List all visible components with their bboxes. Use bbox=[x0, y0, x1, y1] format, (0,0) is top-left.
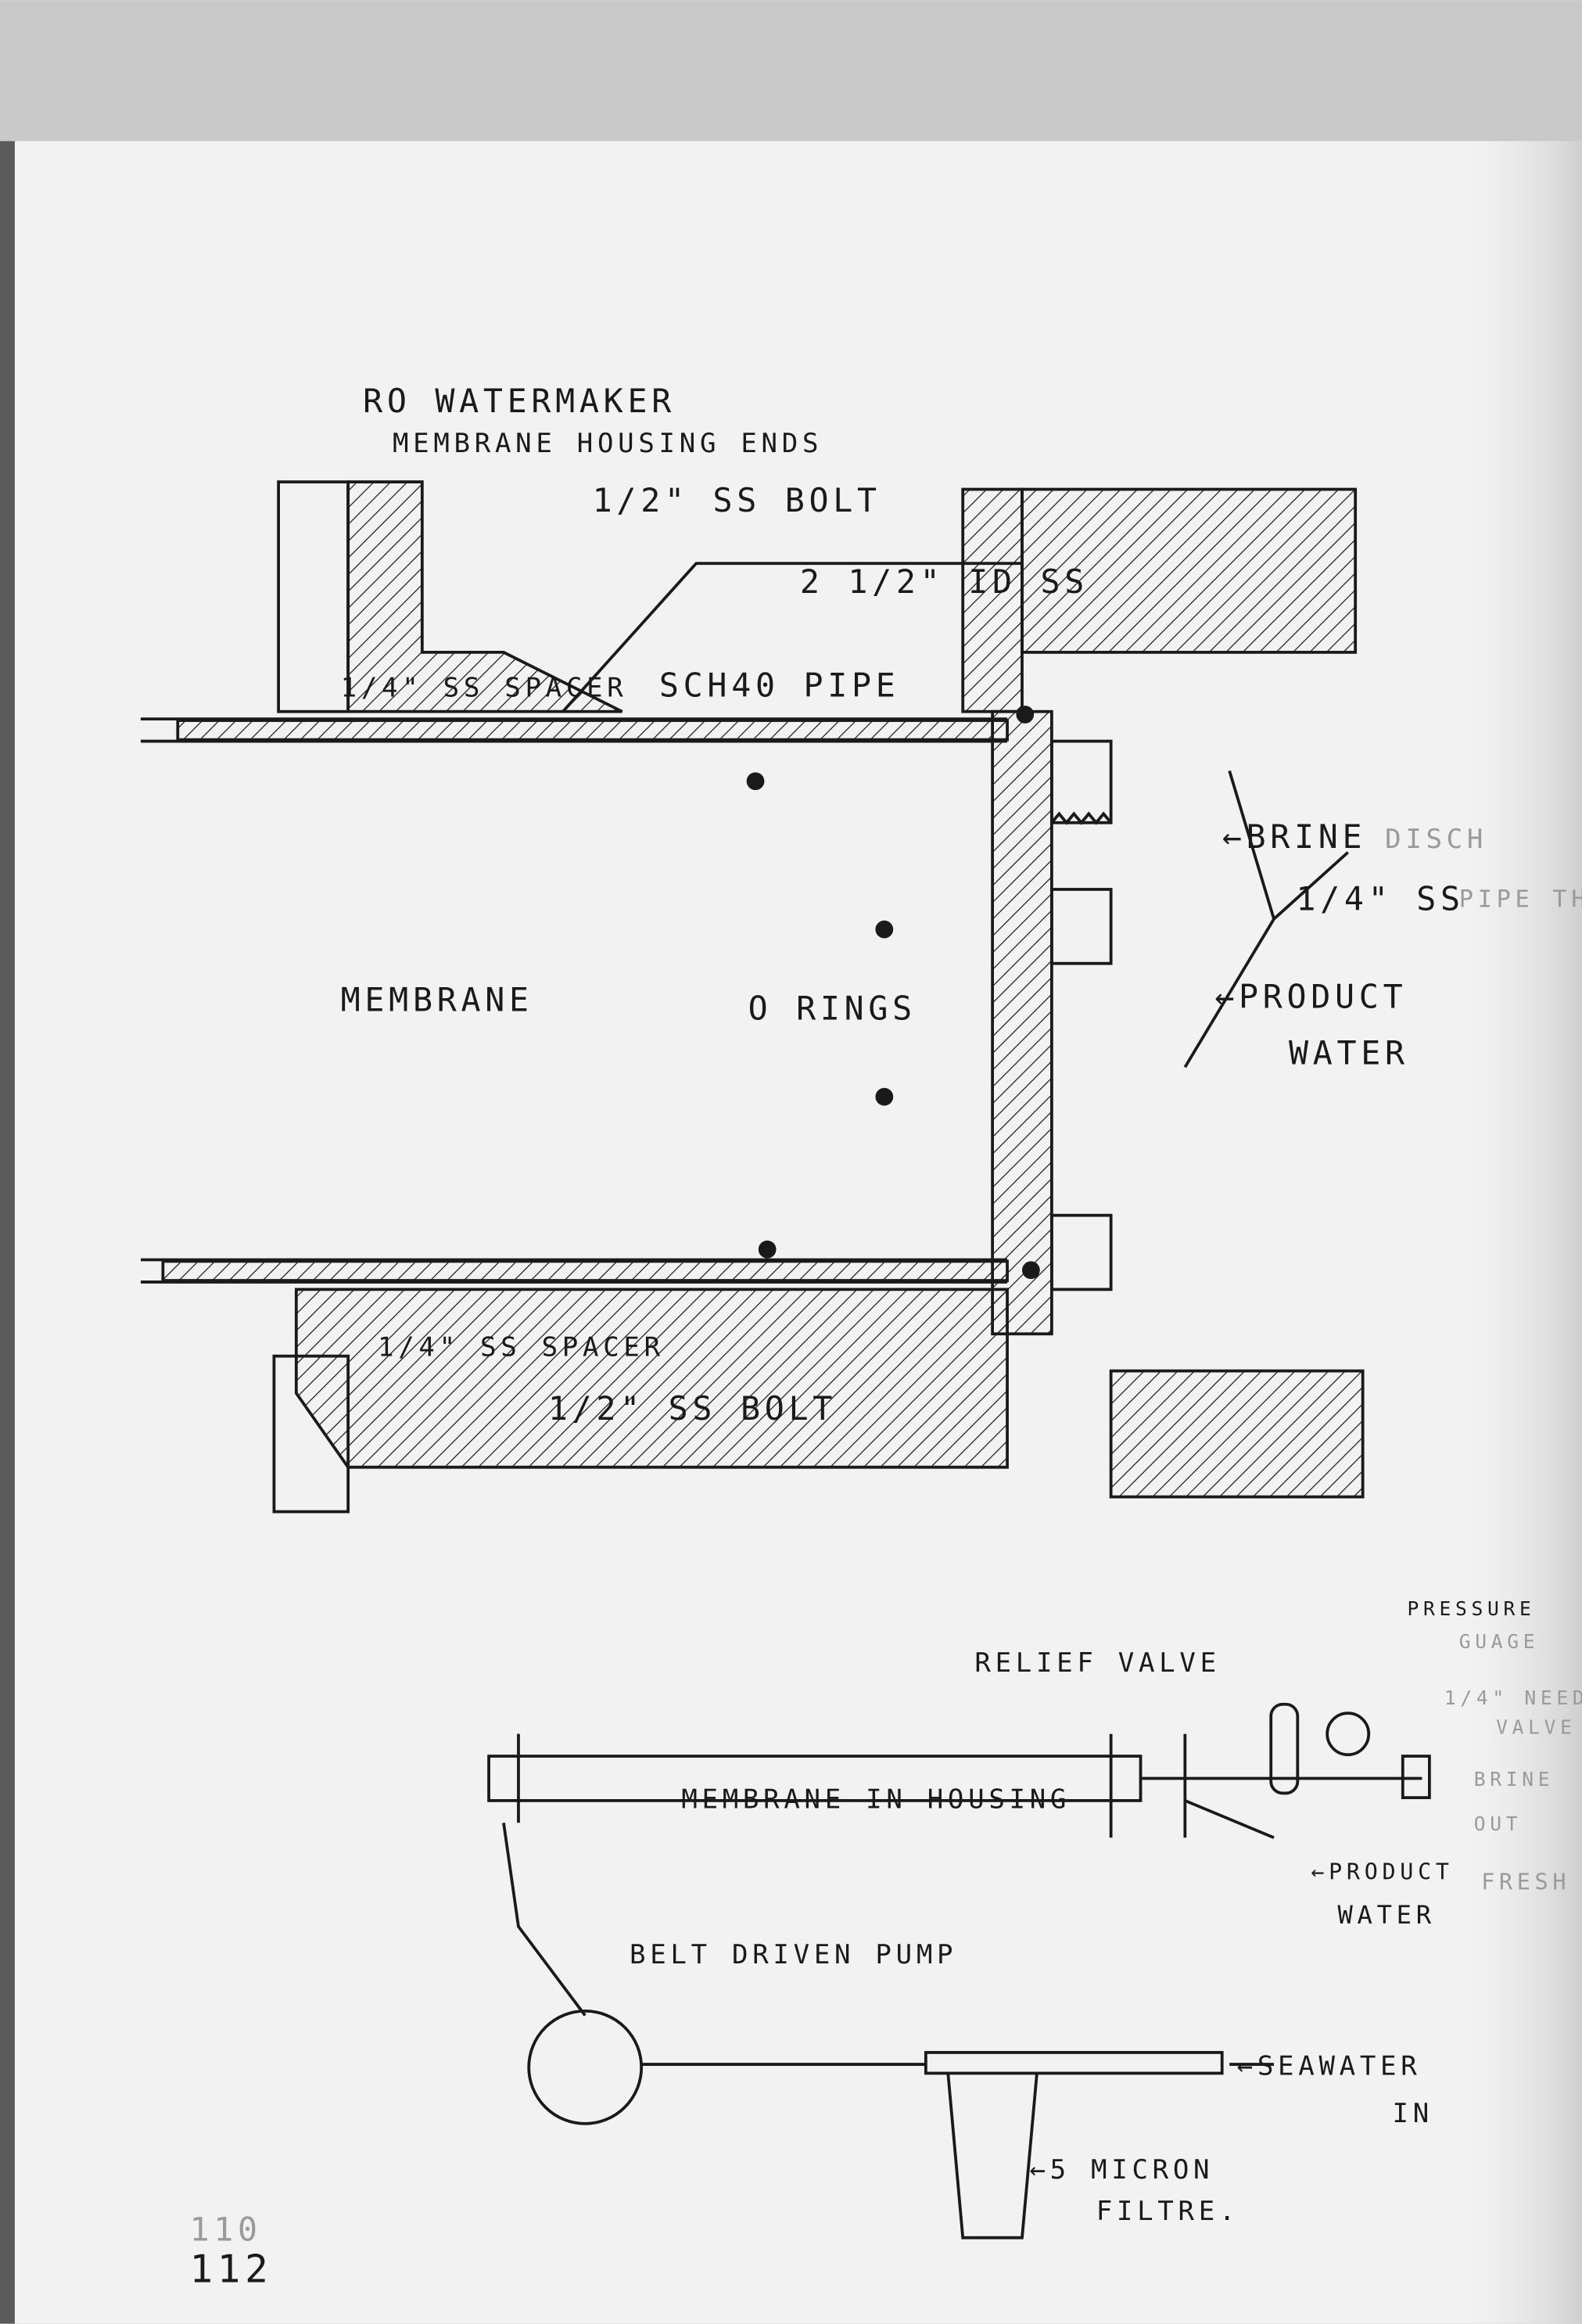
label-pipe-schedule: SCH40 PIPE bbox=[659, 666, 900, 705]
label-brine: ←BRINE bbox=[1222, 817, 1367, 856]
pressure-gauge-icon bbox=[1326, 1712, 1371, 1757]
label-brine-out-1: BRINE bbox=[1474, 1768, 1555, 1791]
label-product-2: WATER bbox=[1289, 1033, 1409, 1072]
page bbox=[12, 141, 1582, 2324]
label-seawater-1: ←SEAWATER bbox=[1237, 2050, 1422, 2082]
label-pressure-1: PRESSURE bbox=[1407, 1597, 1535, 1620]
label-pump: BELT DRIVEN PUMP bbox=[630, 1939, 957, 1970]
label-bolt-top: 1/2" SS BOLT bbox=[593, 481, 881, 519]
label-seawater-2: IN bbox=[1393, 2098, 1433, 2129]
label-filter-1: ←5 MICRON bbox=[1029, 2154, 1214, 2186]
housing-end-upper bbox=[140, 480, 1365, 1514]
label-product-fresh: FRESH bbox=[1481, 1870, 1570, 1895]
label-brine-out-2: OUT bbox=[1474, 1812, 1523, 1835]
label-product-water-2: WATER bbox=[1337, 1900, 1435, 1930]
label-needle-2: VALVE bbox=[1496, 1716, 1576, 1739]
label-pressure-2: GUAGE bbox=[1459, 1630, 1540, 1653]
label-filter-2: FILTRE. bbox=[1096, 2196, 1239, 2227]
page-number: 112 bbox=[189, 2247, 272, 2292]
label-orings: O RINGS bbox=[748, 990, 917, 1028]
subtitle: MEMBRANE HOUSING ENDS bbox=[393, 428, 823, 459]
label-pipe-thread: 1/4" SS bbox=[1296, 879, 1464, 918]
label-pipe-thread-faint: PIPE TH bbox=[1459, 886, 1582, 914]
relief-valve-icon bbox=[1269, 1702, 1300, 1795]
filter-icon bbox=[946, 2073, 1039, 2240]
needle-valve-icon bbox=[1401, 1755, 1431, 1800]
label-product-1: ←PRODUCT bbox=[1214, 978, 1407, 1016]
label-brine-faint: DISCH bbox=[1385, 824, 1487, 855]
label-bolt-bottom: 1/2" SS BOLT bbox=[548, 1389, 837, 1428]
label-product-water-1: ←PRODUCT bbox=[1311, 1859, 1453, 1884]
label-pipe-size: 2 1/2" ID SS bbox=[800, 562, 1089, 601]
label-needle-1: 1/4" NEEDLE bbox=[1444, 1686, 1582, 1709]
label-membrane: MEMBRANE bbox=[341, 980, 533, 1018]
pump-icon bbox=[527, 2009, 644, 2125]
title: RO WATERMAKER bbox=[363, 382, 676, 420]
old-page-number: 110 bbox=[189, 2210, 261, 2248]
label-membrane-housing: MEMBRANE IN HOUSING bbox=[681, 1783, 1071, 1815]
label-relief-valve: RELIEF VALVE bbox=[974, 1647, 1220, 1679]
page-edge bbox=[0, 141, 15, 2324]
label-spacer-bottom: 1/4" SS SPACER bbox=[378, 1332, 665, 1363]
system-schematic bbox=[487, 1702, 1431, 2240]
label-spacer-top: 1/4" SS SPACER bbox=[341, 673, 628, 704]
